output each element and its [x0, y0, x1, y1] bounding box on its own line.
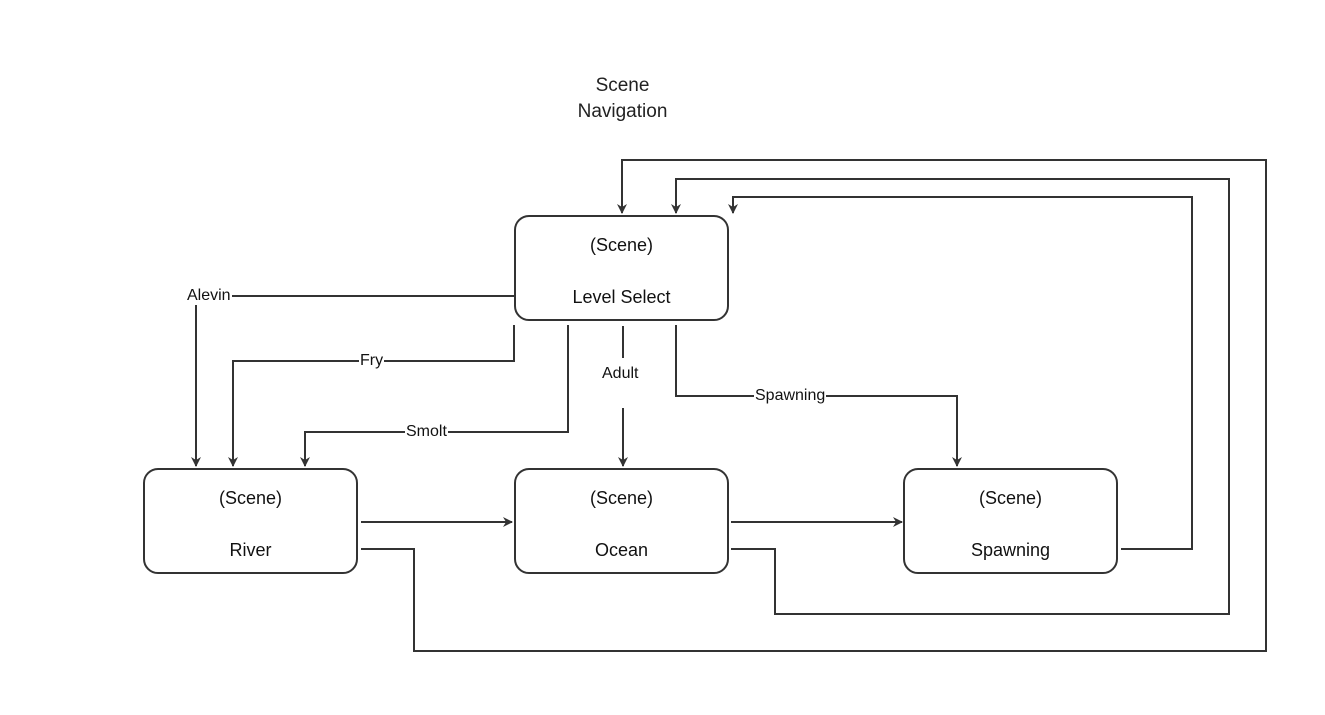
node-label: Level Select	[572, 287, 671, 307]
node-kind: (Scene)	[218, 488, 283, 508]
edge-spawning-return	[728, 196, 1193, 550]
node-level-select: (Scene) Level Select	[514, 215, 729, 321]
edge-smolt	[300, 325, 569, 467]
node-kind: (Scene)	[589, 488, 654, 508]
title-line-1: Scene	[595, 75, 650, 96]
node-label: River	[229, 540, 272, 560]
title-line-2: Navigation	[577, 101, 668, 122]
edge-fry	[228, 325, 515, 467]
edge-river-return	[361, 159, 1267, 652]
edge-label-adult: Adult	[601, 365, 640, 383]
node-label: Spawning	[970, 540, 1051, 560]
node-label: Ocean	[594, 540, 649, 560]
node-kind: (Scene)	[589, 235, 654, 255]
edge-ocean-return	[671, 178, 1230, 615]
edge-label-fry: Fry	[359, 352, 385, 370]
edge-label-alevin: Alevin	[186, 287, 232, 305]
diagram-title: Scene Navigation	[520, 73, 725, 125]
node-river: (Scene) River	[143, 468, 358, 574]
edge-label-spawning: Spawning	[754, 387, 827, 405]
node-spawning: (Scene) Spawning	[903, 468, 1118, 574]
node-kind: (Scene)	[978, 488, 1043, 508]
edge-alevin	[191, 295, 514, 467]
node-ocean: (Scene) Ocean	[514, 468, 729, 574]
edge-label-smolt: Smolt	[405, 423, 448, 441]
